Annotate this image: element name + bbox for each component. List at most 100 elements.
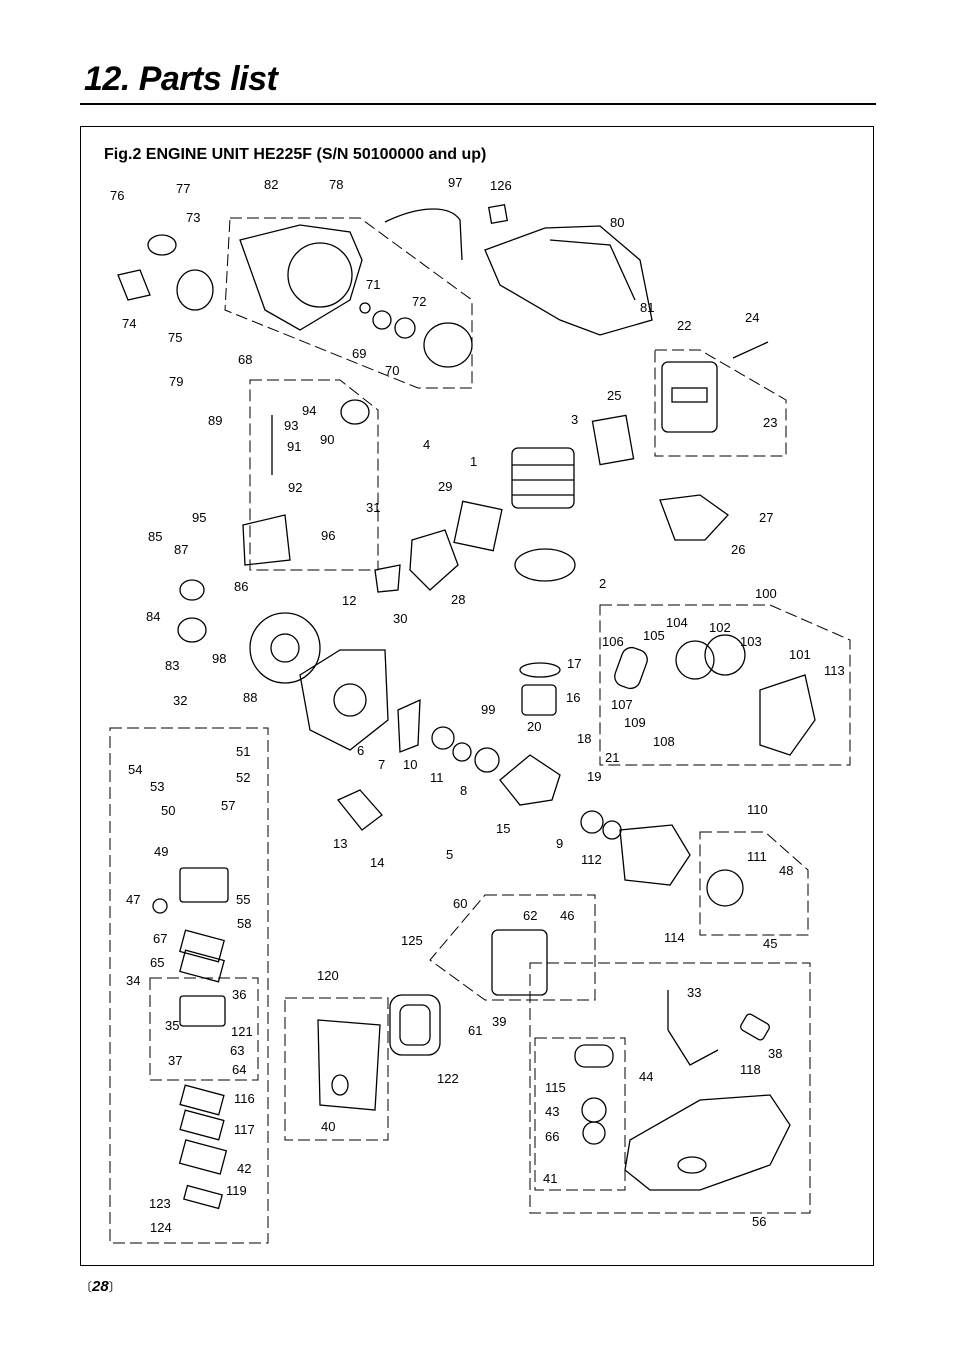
callout-label: 17 — [567, 656, 581, 671]
callout-label: 48 — [779, 863, 793, 878]
callout-label: 93 — [284, 418, 298, 433]
group-outlines — [109, 217, 851, 1244]
callout-label: 92 — [288, 480, 302, 495]
callout-label: 52 — [236, 770, 250, 785]
callout-label: 21 — [605, 750, 619, 765]
callout-label: 77 — [176, 181, 190, 196]
callout-label: 4 — [423, 437, 430, 452]
page-number-open-bracket: 〔 — [80, 1280, 93, 1294]
callout-label: 100 — [755, 586, 777, 601]
callout-label: 51 — [236, 744, 250, 759]
callout-label: 74 — [122, 316, 136, 331]
callout-label: 121 — [231, 1024, 253, 1039]
callout-label: 16 — [566, 690, 580, 705]
callout-label: 57 — [221, 798, 235, 813]
callout-label: 61 — [468, 1023, 482, 1038]
callout-label: 37 — [168, 1053, 182, 1068]
callout-label: 83 — [165, 658, 179, 673]
callout-label: 117 — [234, 1122, 255, 1137]
callout-label: 15 — [496, 821, 510, 836]
callout-label: 44 — [639, 1069, 653, 1084]
callout-label: 33 — [687, 985, 701, 1000]
callout-label: 53 — [150, 779, 164, 794]
callout-label: 55 — [236, 892, 250, 907]
page-number: 〔28〕 — [80, 1278, 121, 1295]
callout-label: 13 — [333, 836, 347, 851]
figure-frame — [80, 126, 874, 1266]
callout-label: 9 — [556, 836, 563, 851]
part-shapes — [117, 203, 816, 1210]
callout-label: 47 — [126, 892, 140, 907]
callout-label: 72 — [412, 294, 426, 309]
callout-label: 97 — [448, 175, 462, 190]
callout-label: 70 — [385, 363, 399, 378]
callout-label: 56 — [752, 1214, 766, 1229]
callout-label: 26 — [731, 542, 745, 557]
callout-label: 69 — [352, 346, 366, 361]
callout-label: 88 — [243, 690, 257, 705]
callout-label: 96 — [321, 528, 335, 543]
callout-label: 85 — [148, 529, 162, 544]
callout-label: 65 — [150, 955, 164, 970]
callout-label: 24 — [745, 310, 759, 325]
callout-label: 105 — [643, 628, 665, 643]
callout-label: 99 — [481, 702, 495, 717]
callout-label: 98 — [212, 651, 226, 666]
callout-label: 30 — [393, 611, 407, 626]
callout-label: 90 — [320, 432, 334, 447]
callout-label: 126 — [490, 178, 512, 193]
callout-label: 78 — [329, 177, 343, 192]
callout-label: 118 — [740, 1062, 761, 1077]
callout-label: 107 — [611, 697, 633, 712]
callout-label: 20 — [527, 719, 541, 734]
callout-label: 120 — [317, 968, 339, 983]
callout-label: 28 — [451, 592, 465, 607]
callout-label: 81 — [640, 300, 654, 315]
figure-title: Fig.2 ENGINE UNIT HE225F (S/N 50100000 a… — [104, 146, 487, 163]
callout-label: 95 — [192, 510, 206, 525]
callout-label: 64 — [232, 1062, 246, 1077]
callout-label: 39 — [492, 1014, 506, 1029]
callout-label: 66 — [545, 1129, 559, 1144]
callout-label: 58 — [237, 916, 251, 931]
callout-label: 63 — [230, 1043, 244, 1058]
callout-label: 29 — [438, 479, 452, 494]
callout-label: 115 — [545, 1080, 566, 1095]
callout-labels: 76 77 82 78 97 126 73 80 74 71 72 75 68 … — [110, 175, 845, 1235]
callout-label: 111 — [747, 849, 767, 864]
callout-label: 67 — [153, 931, 167, 946]
callout-label: 76 — [110, 188, 124, 203]
callout-label: 54 — [128, 762, 142, 777]
callout-label: 68 — [238, 352, 252, 367]
callout-label: 27 — [759, 510, 773, 525]
callout-label: 38 — [768, 1046, 782, 1061]
callout-label: 113 — [824, 663, 845, 678]
callout-label: 35 — [165, 1018, 179, 1033]
callout-label: 101 — [789, 647, 811, 662]
callout-label: 86 — [234, 579, 248, 594]
callout-label: 1 — [470, 454, 477, 469]
callout-label: 19 — [587, 769, 601, 784]
callout-label: 7 — [378, 757, 385, 772]
callout-label: 116 — [234, 1091, 255, 1106]
callout-label: 31 — [366, 500, 380, 515]
callout-label: 102 — [709, 620, 731, 635]
callout-label: 42 — [237, 1161, 251, 1176]
callout-label: 23 — [763, 415, 777, 430]
callout-label: 25 — [607, 388, 621, 403]
callout-label: 34 — [126, 973, 140, 988]
callout-label: 103 — [740, 634, 762, 649]
page-number-value: 28 — [92, 1278, 109, 1295]
callout-label: 41 — [543, 1171, 557, 1186]
callout-label: 46 — [560, 908, 574, 923]
callout-label: 71 — [366, 277, 380, 292]
callout-label: 89 — [208, 413, 222, 428]
callout-label: 75 — [168, 330, 182, 345]
callout-label: 82 — [264, 177, 278, 192]
page-number-close-bracket: 〕 — [108, 1280, 121, 1294]
callout-label: 49 — [154, 844, 168, 859]
callout-label: 60 — [453, 896, 467, 911]
callout-label: 91 — [287, 439, 301, 454]
callout-label: 94 — [302, 403, 316, 418]
